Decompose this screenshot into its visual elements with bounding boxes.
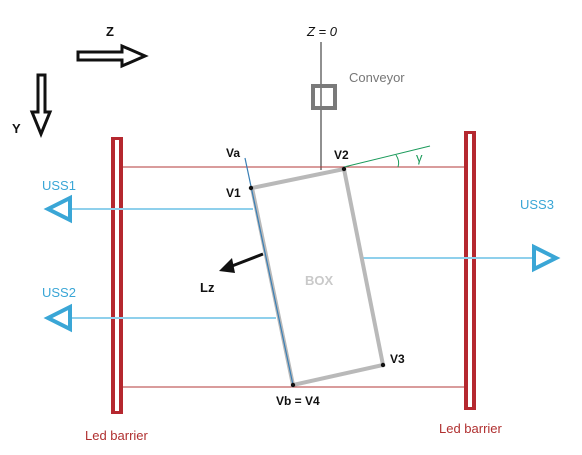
gamma-label: γ (416, 150, 423, 165)
v4-point (290, 382, 296, 388)
v3-point (380, 362, 386, 368)
v1-label: V1 (226, 186, 241, 200)
v2-point (341, 166, 347, 172)
y-arrow-icon (29, 73, 53, 138)
y-axis-label: Y (12, 121, 21, 136)
angle-arc (395, 154, 400, 168)
box-label: BOX (305, 273, 334, 288)
va-label: Va (226, 146, 240, 160)
z-zero-label: Z = 0 (306, 24, 338, 39)
uss3-sensor-icon (532, 243, 561, 273)
led-barrier-left (111, 137, 123, 414)
uss1-label: USS1 (42, 178, 76, 193)
uss1-sensor-icon (43, 194, 72, 224)
vb-v4-label: Vb = V4 (276, 394, 320, 408)
conveyor-marker-icon (311, 84, 337, 110)
led-barrier-right (464, 131, 476, 410)
z-arrow-icon (76, 43, 149, 69)
v3-label: V3 (390, 352, 405, 366)
lz-label: Lz (200, 280, 215, 295)
va-vb-projection-line (244, 157, 294, 386)
led-barrier-right-label: Led barrier (439, 421, 503, 436)
v1-point (248, 185, 254, 191)
uss2-sensor-icon (43, 303, 72, 333)
angle-reference-line (343, 145, 431, 168)
led-barrier-left-label: Led barrier (85, 428, 149, 443)
uss2-label: USS2 (42, 285, 76, 300)
v2-label: V2 (334, 148, 349, 162)
lz-arrow-icon (219, 252, 264, 273)
conveyor-label: Conveyor (349, 70, 405, 85)
uss3-label: USS3 (520, 197, 554, 212)
z-axis-label: Z (106, 24, 114, 39)
